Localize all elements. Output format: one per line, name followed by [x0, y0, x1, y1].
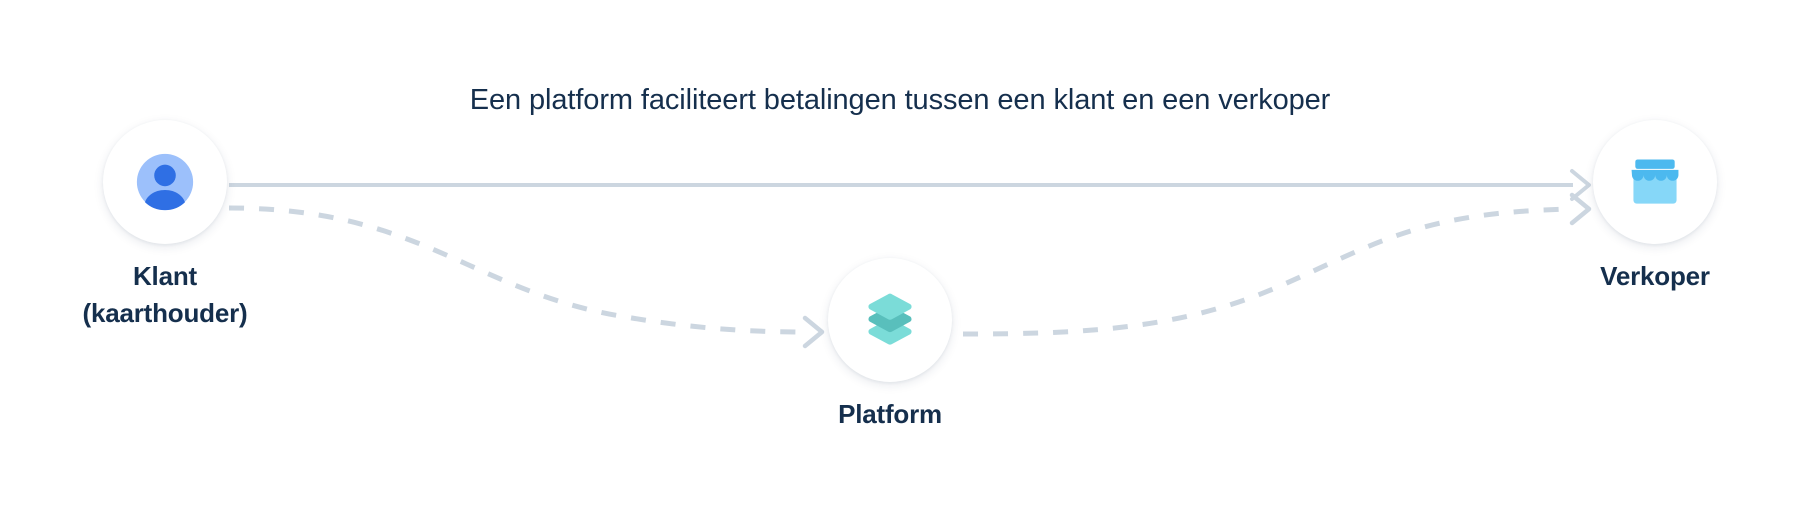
layers-icon — [868, 293, 912, 345]
arrowhead-dashed-platform — [802, 315, 825, 349]
node-verkoper-label: Verkoper — [1600, 261, 1710, 291]
node-verkoper-circle[interactable] — [1593, 120, 1717, 244]
node-klant-label: Klant (kaarthouder) — [82, 261, 248, 328]
node-klant[interactable]: Klant (kaarthouder) — [83, 120, 248, 328]
node-platform[interactable]: Platform — [828, 258, 952, 429]
connector-line-dashed-right — [962, 206, 1574, 337]
node-platform-circle[interactable] — [828, 258, 952, 382]
person-icon — [136, 153, 194, 211]
arrowhead-dashed-right — [1569, 192, 1592, 226]
node-klant-circle[interactable] — [103, 120, 227, 244]
node-verkoper[interactable]: Verkoper — [1593, 120, 1717, 291]
arrowhead-solid-right — [1570, 169, 1591, 201]
storefront-icon — [1631, 159, 1679, 204]
node-platform-label: Platform — [838, 399, 942, 429]
diagram-title: Een platform faciliteert betalingen tuss… — [469, 84, 1331, 116]
connector-klant-to-verkoper-direct — [229, 169, 1591, 201]
